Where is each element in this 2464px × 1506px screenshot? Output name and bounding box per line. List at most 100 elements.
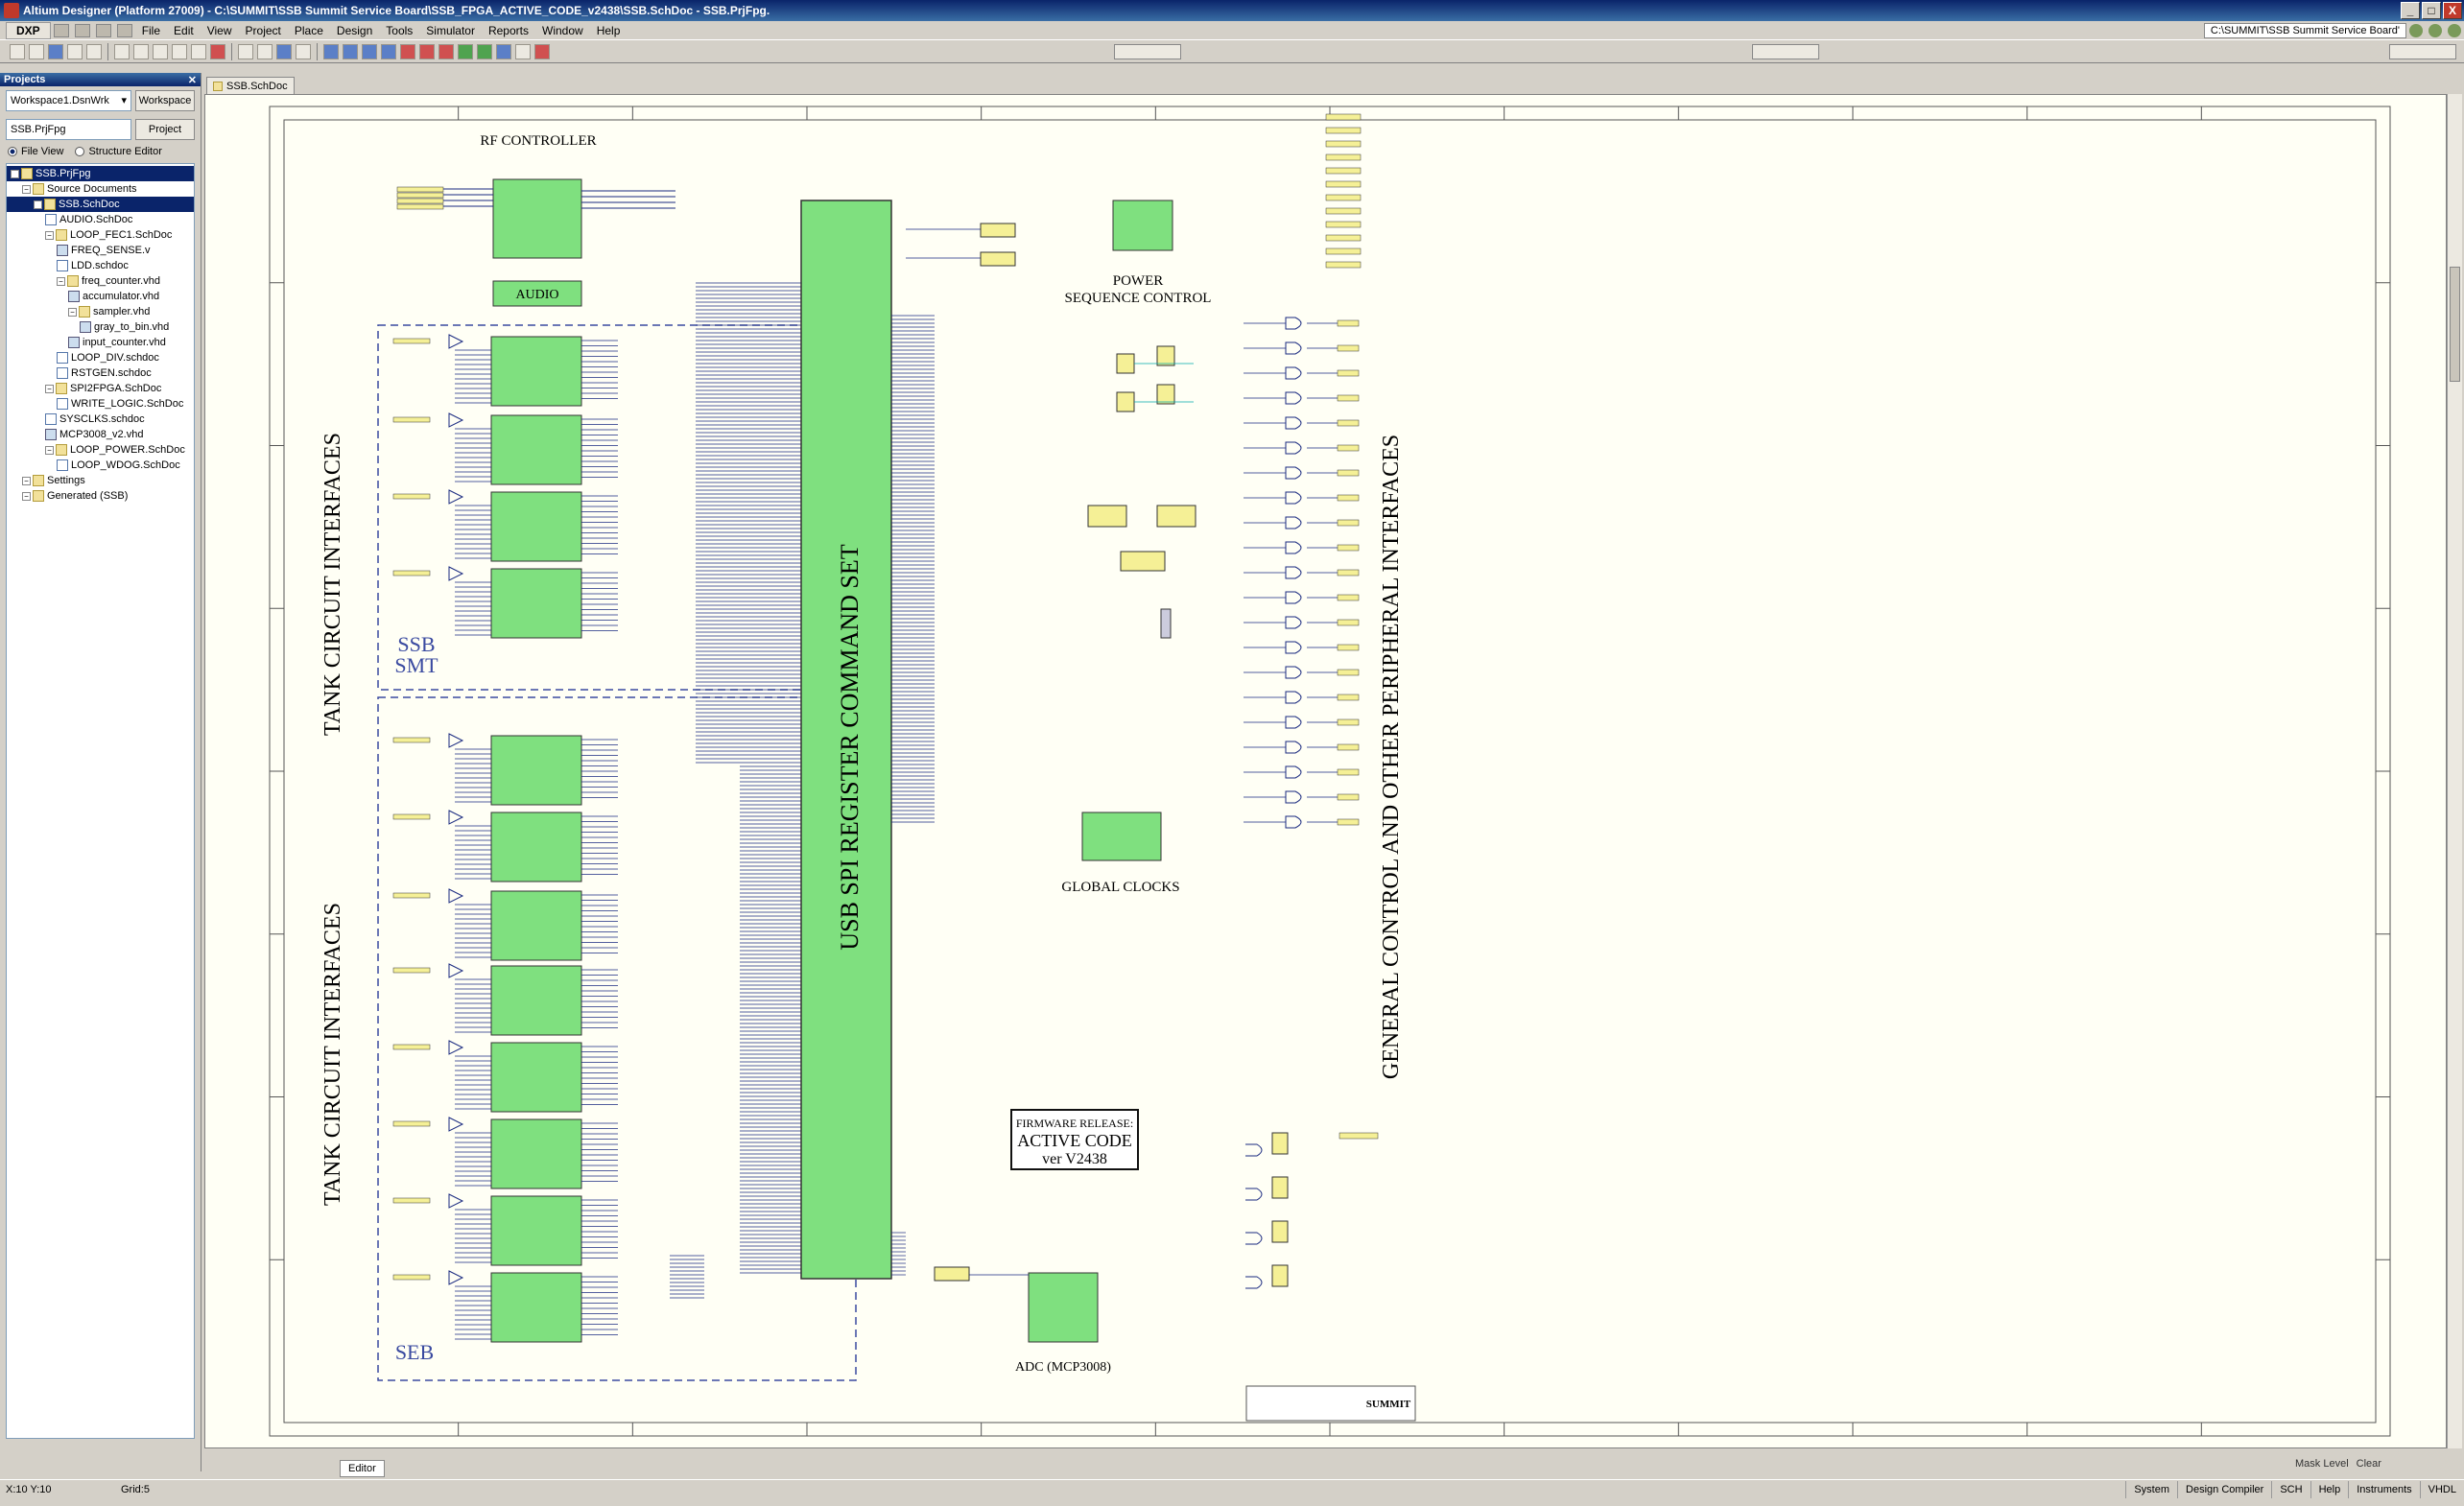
tree-item[interactable]: FREQ_SENSE.v bbox=[7, 243, 194, 258]
tree-item[interactable]: −Generated (SSB) bbox=[7, 488, 194, 504]
tree-item[interactable]: MCP3008_v2.vhd bbox=[7, 427, 194, 442]
menu-tools[interactable]: Tools bbox=[386, 23, 414, 37]
vhdl-button[interactable]: VHDL bbox=[2419, 1480, 2464, 1498]
tab-ssb-schdoc[interactable]: SSB.SchDoc bbox=[206, 77, 295, 94]
menu-file[interactable]: File bbox=[141, 23, 161, 37]
tree-item[interactable]: WRITE_LOGIC.SchDoc bbox=[7, 396, 194, 412]
toolbar-combo[interactable] bbox=[2388, 43, 2456, 59]
tree-item[interactable]: SYSCLKS.schdoc bbox=[7, 412, 194, 427]
cut-icon[interactable] bbox=[114, 43, 130, 59]
expand-icon[interactable]: − bbox=[22, 491, 31, 501]
menu-project[interactable]: Project bbox=[245, 23, 281, 37]
close-panel-icon[interactable]: ✕ bbox=[187, 74, 197, 86]
home-icon[interactable] bbox=[2448, 23, 2461, 37]
paste-icon[interactable] bbox=[153, 43, 168, 59]
sheet-entry-icon[interactable] bbox=[477, 43, 492, 59]
project-button[interactable]: Project bbox=[135, 119, 195, 140]
expand-icon[interactable]: − bbox=[22, 476, 31, 485]
design-compiler-button[interactable]: Design Compiler bbox=[2177, 1480, 2271, 1498]
expand-icon[interactable]: − bbox=[34, 200, 42, 209]
menu-simulator[interactable]: Simulator bbox=[426, 23, 475, 37]
arrow-down-icon[interactable] bbox=[74, 23, 90, 37]
minimize-button[interactable]: _ bbox=[2401, 2, 2420, 19]
tab-editor[interactable]: Editor bbox=[340, 1460, 385, 1477]
menu-edit[interactable]: Edit bbox=[174, 23, 194, 37]
tree-item[interactable]: −LOOP_POWER.SchDoc bbox=[7, 442, 194, 458]
hierarchy-icon[interactable] bbox=[276, 43, 292, 59]
file-view-radio[interactable] bbox=[8, 147, 17, 156]
tree-item[interactable]: −SPI2FPGA.SchDoc bbox=[7, 381, 194, 396]
move-icon[interactable] bbox=[95, 23, 111, 37]
delete-icon[interactable] bbox=[210, 43, 225, 59]
tree-item[interactable]: −LOOP_FEC1.SchDoc bbox=[7, 227, 194, 243]
open-icon[interactable] bbox=[29, 43, 44, 59]
toolbar-combo[interactable] bbox=[1751, 43, 1819, 59]
dxp-menu[interactable]: DXP bbox=[6, 21, 51, 39]
schematic-canvas[interactable]: RF CONTROLLER AUDIO SSB SMT SEB TANK CIR… bbox=[204, 94, 2447, 1448]
expand-icon[interactable]: − bbox=[45, 445, 54, 455]
expand-icon[interactable]: − bbox=[11, 169, 19, 178]
clear-button[interactable]: Clear bbox=[2356, 1458, 2381, 1470]
mask-level-button[interactable]: Mask Level bbox=[2295, 1458, 2349, 1470]
menu-view[interactable]: View bbox=[206, 23, 232, 37]
vertical-scrollbar[interactable] bbox=[2447, 94, 2462, 1448]
port-icon[interactable] bbox=[438, 43, 454, 59]
maximize-button[interactable]: □ bbox=[2422, 2, 2441, 19]
workspace-select[interactable]: Workspace1.DsnWrk ▾ bbox=[6, 90, 131, 111]
help-panel-button[interactable]: Help bbox=[2310, 1480, 2349, 1498]
expand-icon[interactable]: − bbox=[68, 307, 77, 317]
grid-icon[interactable] bbox=[116, 23, 132, 37]
edit-icon[interactable] bbox=[53, 23, 69, 37]
move-selection-icon[interactable] bbox=[191, 43, 206, 59]
tree-item[interactable]: accumulator.vhd bbox=[7, 289, 194, 304]
menu-reports[interactable]: Reports bbox=[487, 23, 529, 37]
tree-item[interactable]: RSTGEN.schdoc bbox=[7, 365, 194, 381]
document-path-field[interactable]: C:\SUMMIT\SSB Summit Service Board' bbox=[2203, 22, 2406, 38]
tree-item[interactable]: −Source Documents bbox=[7, 181, 194, 197]
tree-item[interactable]: input_counter.vhd bbox=[7, 335, 194, 350]
bus-entry-icon[interactable] bbox=[362, 43, 377, 59]
system-panel-button[interactable]: System bbox=[2125, 1480, 2177, 1498]
component-icon[interactable] bbox=[496, 43, 511, 59]
sheet-symbol-icon[interactable] bbox=[458, 43, 473, 59]
forward-icon[interactable] bbox=[2428, 23, 2442, 37]
project-field[interactable]: SSB.PrjFpg bbox=[6, 119, 131, 140]
tree-item[interactable]: gray_to_bin.vhd bbox=[7, 319, 194, 335]
wire-icon[interactable] bbox=[323, 43, 339, 59]
redo-icon[interactable] bbox=[257, 43, 272, 59]
tree-item[interactable]: −SSB.SchDoc bbox=[7, 197, 194, 212]
cross-probe-icon[interactable] bbox=[296, 43, 311, 59]
menu-design[interactable]: Design bbox=[336, 23, 373, 37]
expand-icon[interactable]: − bbox=[45, 230, 54, 240]
undo-icon[interactable] bbox=[238, 43, 253, 59]
expand-icon[interactable]: − bbox=[57, 276, 65, 286]
no-erc-icon[interactable] bbox=[515, 43, 531, 59]
menu-window[interactable]: Window bbox=[542, 23, 583, 37]
net-label-icon[interactable] bbox=[381, 43, 396, 59]
tree-item[interactable]: AUDIO.SchDoc bbox=[7, 212, 194, 227]
close-doc-icon[interactable] bbox=[534, 43, 550, 59]
gnd-icon[interactable] bbox=[400, 43, 415, 59]
print-icon[interactable] bbox=[67, 43, 83, 59]
workspace-button[interactable]: Workspace bbox=[135, 90, 195, 111]
save-icon[interactable] bbox=[48, 43, 63, 59]
tree-item[interactable]: −SSB.PrjFpg bbox=[7, 166, 194, 181]
back-icon[interactable] bbox=[2409, 23, 2423, 37]
close-button[interactable]: X bbox=[2443, 2, 2462, 19]
select-icon[interactable] bbox=[172, 43, 187, 59]
zoom-icon[interactable] bbox=[86, 43, 102, 59]
tree-item[interactable]: −Settings bbox=[7, 473, 194, 488]
toolbar-combo[interactable] bbox=[1114, 43, 1182, 59]
tree-item[interactable]: −freq_counter.vhd bbox=[7, 273, 194, 289]
tree-item[interactable]: LDD.schdoc bbox=[7, 258, 194, 273]
bus-icon[interactable] bbox=[343, 43, 358, 59]
vcc-icon[interactable] bbox=[419, 43, 435, 59]
new-icon[interactable] bbox=[10, 43, 25, 59]
expand-icon[interactable]: − bbox=[45, 384, 54, 393]
menu-help[interactable]: Help bbox=[596, 23, 621, 37]
tree-item[interactable]: LOOP_DIV.schdoc bbox=[7, 350, 194, 365]
copy-icon[interactable] bbox=[133, 43, 149, 59]
instruments-button[interactable]: Instruments bbox=[2348, 1480, 2419, 1498]
menu-place[interactable]: Place bbox=[294, 23, 323, 37]
